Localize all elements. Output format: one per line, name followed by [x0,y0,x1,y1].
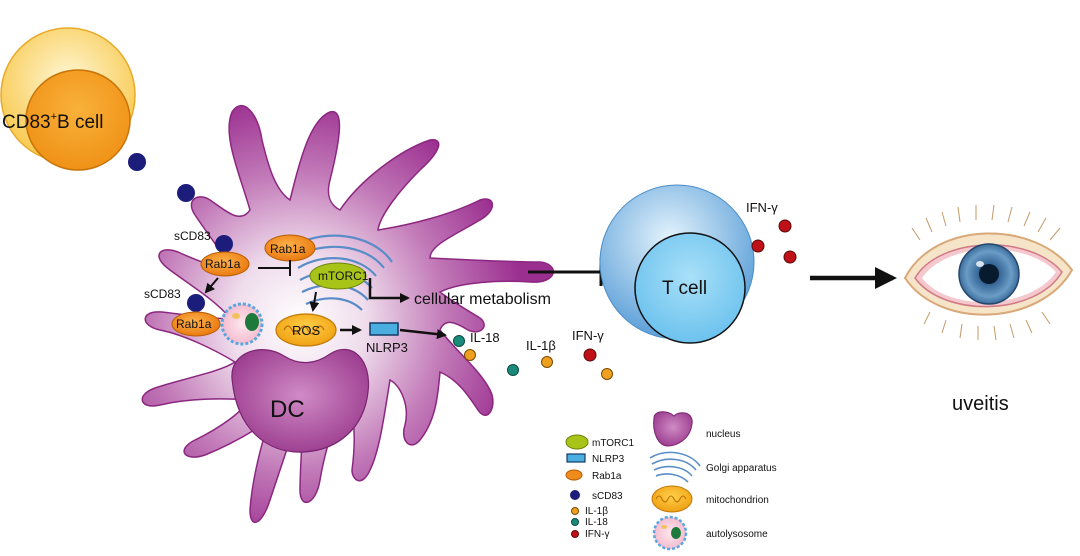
eye-pupil [979,264,999,284]
ros-label: ROS [292,323,321,338]
legend-scd83-label: sCD83 [592,491,623,502]
legend-autolysosome-swatch [652,515,688,551]
scd83-dot [215,235,233,253]
il18-label: IL-18 [470,330,500,345]
rab1a-top-label: Rab1a [270,242,306,256]
legend-ifng-swatch [571,530,579,538]
legend-mtorc1-label: mTORC1 [592,438,634,449]
legend-mito-label: mitochondrion [706,495,769,506]
legend-golgi-label: Golgi apparatus [706,463,777,474]
t-cell-label: T cell [662,278,707,299]
b-cell-label: CD83+B cell [2,111,103,133]
il18-dot [453,335,465,347]
il1b-dot [601,368,613,380]
ifng-dot [783,250,797,264]
legend: mTORC1 NLRP3 Rab1a sCD83 IL-1β IL-18 IFN… [565,411,777,551]
nlrp3-label: NLRP3 [366,340,408,355]
legend-il18-swatch [571,518,579,526]
rab1a-bottom [171,311,221,337]
t-cell: T cell [599,184,755,344]
legend-golgi-swatch [649,451,701,483]
t-cell-nucleus [634,232,746,344]
mtorc1-label: mTORC1 [318,269,369,283]
eyelashes-top [911,204,1061,241]
mtorc1-complex [309,262,367,290]
legend-il1b-swatch [571,507,579,515]
scd83-top-label: sCD83 [174,229,211,243]
legend-ifng-label: IFN-γ [585,529,609,540]
rab1a-left [200,251,250,277]
cellular-metabolism-label: cellular metabolism [414,291,551,308]
ifng-dot [751,239,765,253]
uveitis-label: uveitis [952,393,1009,415]
il1b-label: IL-1β [526,338,556,353]
rab1a-bottom-label: Rab1a [176,317,212,331]
scd83-dot [177,184,195,202]
rab1a-left-label: Rab1a [205,257,241,271]
scd83-dot [128,153,146,171]
arrow-nlrp3-to-il18 [399,328,447,340]
eyelashes-bottom [923,311,1051,341]
eye [903,204,1074,341]
scd83-bottom-label: sCD83 [144,287,181,301]
legend-nucleus-label: nucleus [706,429,740,440]
legend-autolysosome-label: autolysosome [706,529,768,540]
legend-il1b-label: IL-1β [585,506,608,517]
legend-mtorc1-swatch [565,434,589,450]
arrow-mtorc1-to-ros [309,291,320,312]
legend-scd83-swatch [570,490,580,500]
dc-label: DC [270,396,305,423]
il1b-dot [464,349,476,361]
scd83-dot [187,294,205,312]
legend-rab1a-label: Rab1a [592,471,622,482]
ifng-mid-label: IFN-γ [572,328,604,343]
il18-dot [507,364,519,376]
dc-nucleus [231,348,370,453]
eye-highlight [976,261,984,267]
legend-nlrp3-label: NLRP3 [592,454,625,465]
dendritic-cell: DC mTORC1 Rab1a sCD83 Rab1a sCD83 Rab [141,105,555,523]
ifng-top-label: IFN-γ [746,200,778,215]
ifng-dot [778,219,792,233]
nlrp3-complex [369,322,399,336]
legend-il18-label: IL-18 [585,517,608,528]
mitochondrion [275,313,337,347]
legend-nucleus-swatch [653,411,693,447]
b-cell-nucleus [25,69,131,171]
legend-mito-swatch [651,485,693,513]
il1b-dot [541,356,553,368]
arrow-mtorc1-to-metabolism [368,278,410,303]
autolysosome [220,302,264,346]
cd83-b-cell: CD83+B cell [0,27,136,171]
arrow-rab1a-to-autolysosome [204,277,219,294]
ifng-dot [583,348,597,362]
legend-rab1a-swatch [565,469,583,481]
legend-nlrp3-swatch [566,453,586,463]
